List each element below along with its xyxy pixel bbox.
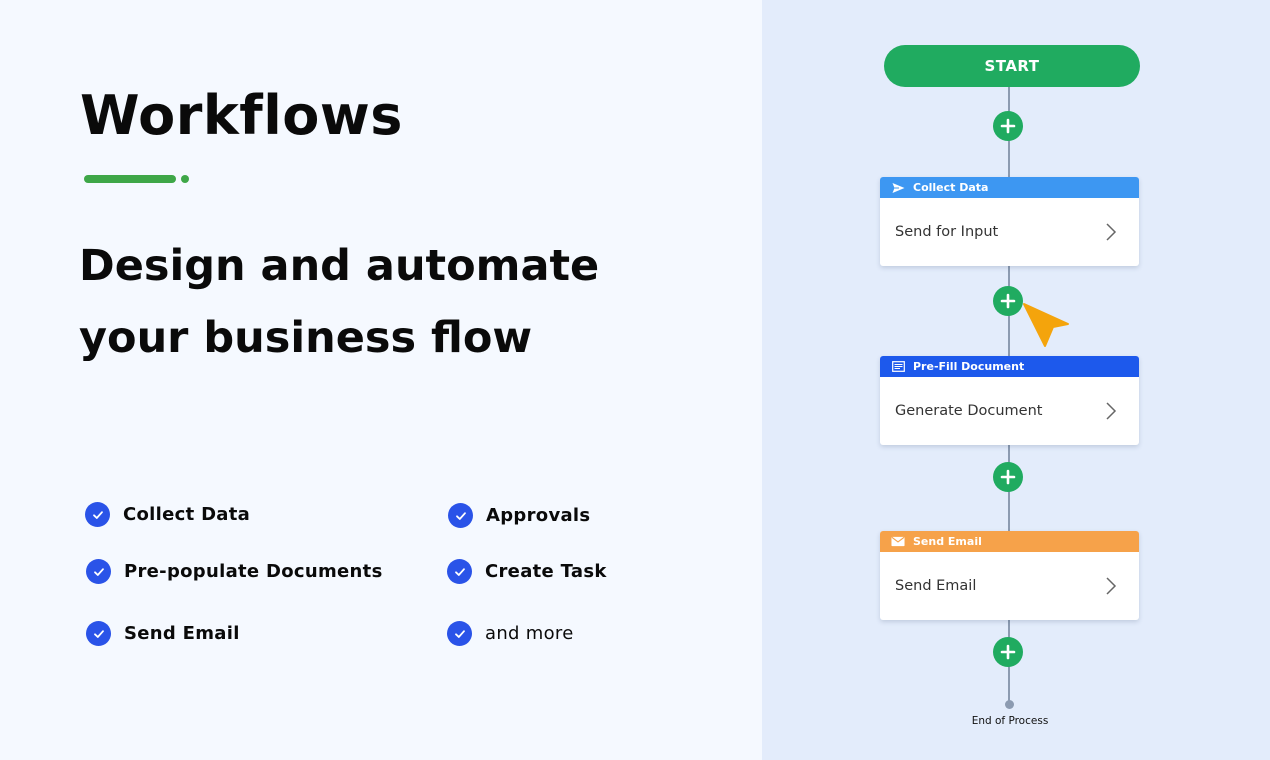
step-card-body: Generate Document bbox=[880, 377, 1139, 445]
title-underline-dot bbox=[181, 175, 189, 183]
check-circle-icon bbox=[86, 559, 111, 584]
feature-item-pre-populate-documents: Pre-populate Documents bbox=[86, 559, 383, 584]
plus-icon bbox=[1000, 469, 1016, 485]
feature-label: Approvals bbox=[486, 505, 591, 526]
email-icon bbox=[891, 535, 905, 549]
plus-icon bbox=[1000, 644, 1016, 660]
check-circle-icon bbox=[85, 502, 110, 527]
step-category: Collect Data bbox=[913, 181, 989, 194]
subtitle-line-2: your business flow bbox=[79, 313, 533, 363]
step-card-pre-fill-document[interactable]: Pre-Fill Document Generate Document bbox=[880, 356, 1139, 445]
step-action: Send for Input bbox=[895, 224, 999, 240]
feature-label: and more bbox=[485, 623, 574, 644]
step-action: Send Email bbox=[895, 578, 977, 594]
subtitle-line-1: Design and automate bbox=[79, 241, 600, 291]
mouse-cursor-icon bbox=[1023, 303, 1069, 347]
step-card-body: Send Email bbox=[880, 552, 1139, 620]
feature-label: Create Task bbox=[485, 561, 607, 582]
page-title: Workflows bbox=[80, 84, 403, 147]
feature-item-create-task: Create Task bbox=[447, 559, 607, 584]
title-underline bbox=[84, 175, 176, 183]
hero-subtitle: Design and automate your business flow bbox=[79, 230, 719, 374]
end-node bbox=[1005, 700, 1014, 709]
add-step-button[interactable] bbox=[993, 111, 1023, 141]
feature-label: Collect Data bbox=[123, 504, 251, 525]
start-node[interactable]: START bbox=[884, 45, 1140, 87]
plus-icon bbox=[1000, 293, 1016, 309]
feature-item-and-more: and more bbox=[447, 621, 574, 646]
end-label: End of Process bbox=[971, 715, 1049, 727]
chevron-right-icon[interactable] bbox=[1105, 576, 1117, 596]
step-action: Generate Document bbox=[895, 403, 1043, 419]
feature-item-send-email: Send Email bbox=[86, 621, 240, 646]
step-category: Send Email bbox=[913, 535, 982, 548]
step-card-header: Send Email bbox=[880, 531, 1139, 552]
step-card-send-email[interactable]: Send Email Send Email bbox=[880, 531, 1139, 620]
step-card-collect-data[interactable]: Collect Data Send for Input bbox=[880, 177, 1139, 266]
check-circle-icon bbox=[86, 621, 111, 646]
add-step-button[interactable] bbox=[993, 462, 1023, 492]
check-circle-icon bbox=[448, 503, 473, 528]
plus-icon bbox=[1000, 118, 1016, 134]
feature-label: Pre-populate Documents bbox=[124, 561, 383, 582]
step-category: Pre-Fill Document bbox=[913, 360, 1025, 373]
feature-label: Send Email bbox=[124, 623, 240, 644]
add-step-button[interactable] bbox=[993, 286, 1023, 316]
feature-item-collect-data: Collect Data bbox=[85, 502, 250, 527]
chevron-right-icon[interactable] bbox=[1105, 401, 1117, 421]
feature-item-approvals: Approvals bbox=[448, 503, 590, 528]
chevron-right-icon[interactable] bbox=[1105, 222, 1117, 242]
step-card-header: Collect Data bbox=[880, 177, 1139, 198]
document-icon bbox=[891, 360, 905, 374]
check-circle-icon bbox=[447, 621, 472, 646]
step-card-body: Send for Input bbox=[880, 198, 1139, 266]
step-card-header: Pre-Fill Document bbox=[880, 356, 1139, 377]
hero-panel: Workflows Design and automate your busin… bbox=[79, 84, 719, 646]
check-circle-icon bbox=[447, 559, 472, 584]
add-step-button[interactable] bbox=[993, 637, 1023, 667]
send-icon bbox=[891, 181, 905, 195]
